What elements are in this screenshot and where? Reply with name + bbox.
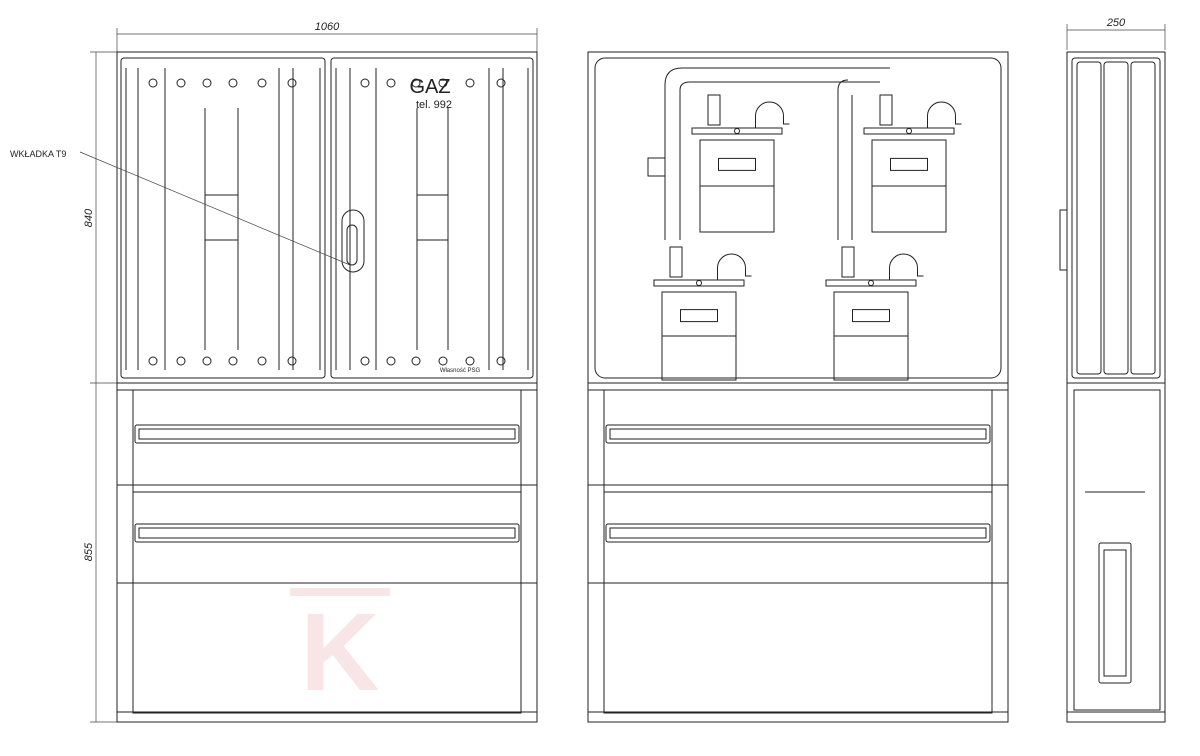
svg-text:K: K (300, 591, 379, 714)
front-view: GAZ tel. 992 Własność PSG WKŁADKA T9 (10, 51, 538, 723)
svg-text:1060: 1060 (315, 21, 340, 33)
watermark-logo: K (290, 588, 390, 714)
gas-meter-1 (691, 94, 790, 233)
ownership-label: Własność PSG (440, 368, 481, 374)
door-phone: tel. 992 (416, 99, 452, 111)
interior-view (587, 51, 1009, 723)
gas-meter-3 (653, 246, 752, 381)
dimension-depth: 250 (1066, 17, 1166, 50)
door-title: GAZ (409, 76, 450, 98)
gas-meter-2 (863, 94, 962, 233)
svg-text:250: 250 (1106, 17, 1126, 29)
dimension-width: 1060 (116, 21, 538, 52)
svg-text:855: 855 (83, 542, 95, 561)
dimension-height-lower: 855 (83, 383, 117, 723)
side-view (1059, 51, 1166, 723)
svg-text:840: 840 (83, 208, 95, 227)
gas-meter-4 (825, 246, 924, 381)
door-handle (341, 209, 365, 273)
dimension-height-upper: 840 (83, 51, 117, 384)
insert-label: WKŁADKA T9 (10, 149, 66, 159)
